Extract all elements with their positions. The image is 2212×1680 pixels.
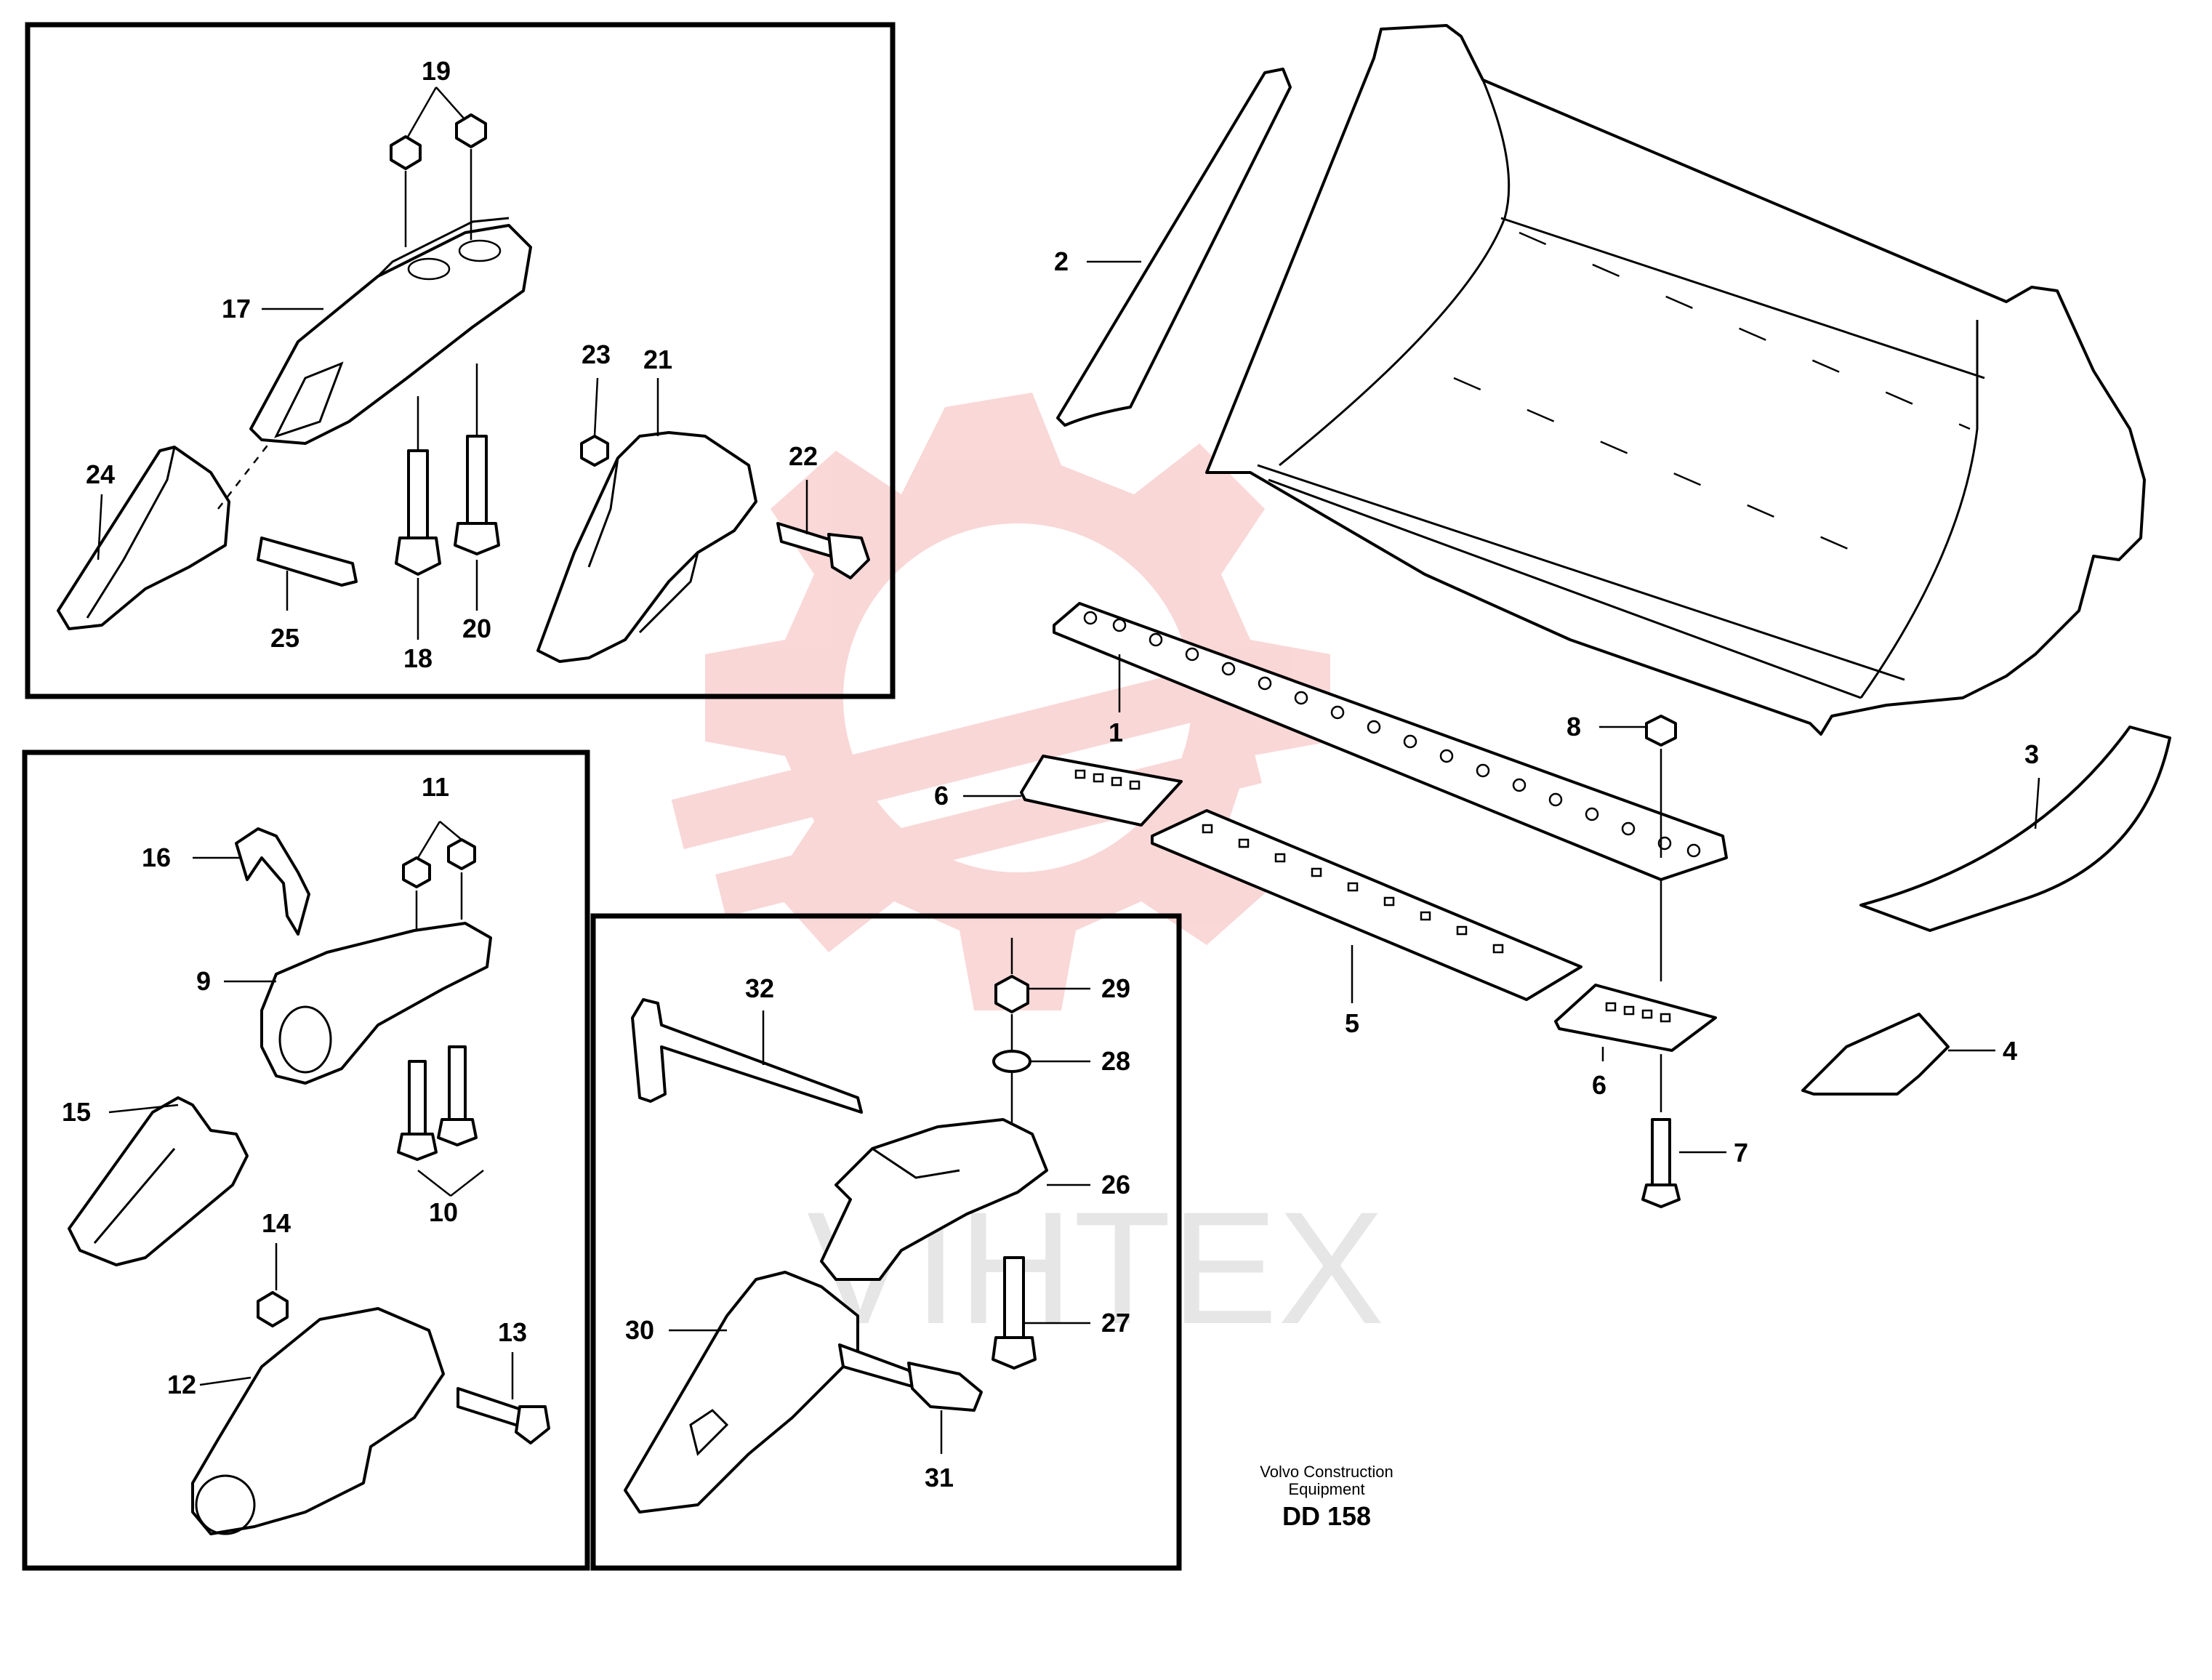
nut-23 (580, 435, 609, 467)
bolt-10a (397, 1060, 438, 1161)
label-29: 29 (1101, 973, 1130, 1003)
label-6b: 6 (1592, 1070, 1606, 1100)
label-5: 5 (1345, 1008, 1359, 1038)
label-26: 26 (1101, 1170, 1130, 1199)
label-16: 16 (142, 843, 171, 872)
inset-box-bottom-left (22, 749, 590, 1571)
part-number-labels: 1 2 3 4 5 6 6 7 8 9 10 11 12 13 14 15 16… (62, 56, 2039, 1492)
label-11: 11 (422, 772, 449, 802)
label-24: 24 (86, 459, 115, 489)
label-4: 4 (2003, 1036, 2017, 1066)
retainer-32 (631, 998, 863, 1114)
nut-14 (257, 1291, 289, 1327)
wear-plate (1801, 1013, 1950, 1096)
tooth-30 (624, 1271, 859, 1514)
label-17: 17 (222, 294, 251, 323)
label-15: 15 (62, 1097, 91, 1127)
label-6a: 6 (934, 781, 949, 811)
bolt-22 (776, 522, 870, 579)
label-27: 27 (1101, 1308, 1130, 1338)
clip-16 (235, 827, 310, 936)
washer-28 (992, 1050, 1031, 1073)
label-28: 28 (1101, 1046, 1130, 1076)
label-14: 14 (262, 1208, 291, 1238)
segment-right (1554, 984, 1717, 1052)
label-8: 8 (1567, 712, 1581, 741)
label-30: 30 (625, 1315, 654, 1345)
label-31: 31 (925, 1463, 954, 1492)
label-10: 10 (429, 1197, 458, 1227)
footer: Volvo Construction Equipment DD 158 (1260, 1463, 1393, 1531)
adapter-12 (191, 1307, 445, 1535)
inset-box-bottom-middle (590, 913, 1182, 1571)
cutting-edge-holes (1083, 611, 1701, 858)
cutting-edge (1053, 602, 1728, 881)
tooth-15 (68, 1096, 249, 1266)
nut-29 (994, 975, 1029, 1013)
label-12: 12 (167, 1370, 196, 1399)
tooth-24 (57, 446, 230, 630)
leader-lines (97, 87, 2040, 1454)
locking-pin-31 (838, 1343, 983, 1412)
label-13: 13 (498, 1317, 527, 1347)
label-21: 21 (643, 345, 672, 374)
company-line-1: Volvo Construction (1260, 1463, 1393, 1481)
bolt-10b (437, 1045, 478, 1146)
label-9: 9 (196, 966, 211, 996)
label-1: 1 (1109, 718, 1123, 747)
nut-8 (1645, 715, 1677, 747)
side-cutter-right (1859, 726, 2171, 932)
bolt-7 (1641, 1118, 1681, 1208)
drawing-code: DD 158 (1282, 1501, 1371, 1531)
segment-left (1020, 755, 1183, 827)
label-22: 22 (789, 441, 818, 471)
bolt-13 (457, 1387, 550, 1444)
adapter-9 (260, 922, 492, 1085)
side-cutter-left (1056, 68, 1292, 427)
bolt-20 (454, 435, 500, 555)
adapter-26 (820, 1118, 1048, 1281)
label-32: 32 (745, 973, 774, 1003)
label-3: 3 (2024, 739, 2039, 769)
nut-11a (402, 856, 431, 888)
label-7: 7 (1734, 1138, 1748, 1167)
label-19: 19 (422, 56, 451, 86)
bolt-27 (992, 1256, 1037, 1370)
inset-box-top-left (25, 22, 896, 699)
bucket (1205, 24, 2146, 736)
company-line-2: Equipment (1288, 1480, 1364, 1498)
adapter-17 (249, 217, 532, 445)
pin-25 (257, 536, 358, 587)
label-2: 2 (1054, 246, 1069, 276)
adapter-21 (536, 431, 757, 663)
label-23: 23 (582, 339, 611, 369)
nut-19a (390, 135, 422, 170)
label-20: 20 (462, 614, 491, 643)
label-25: 25 (270, 623, 299, 653)
bolt-18 (395, 449, 441, 576)
segment-bar (1151, 809, 1582, 1001)
nut-11b (447, 838, 476, 870)
nut-19b (455, 113, 487, 148)
label-18: 18 (403, 643, 433, 673)
